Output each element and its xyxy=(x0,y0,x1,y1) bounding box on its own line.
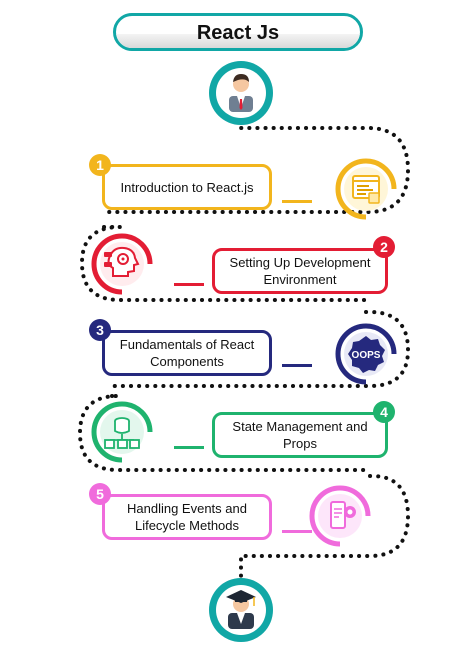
page-title: React Js xyxy=(196,22,280,44)
title-pill: React Js xyxy=(113,13,363,51)
stage-3-connector xyxy=(282,364,312,367)
stage-1-label: Introduction to React.js xyxy=(120,179,254,195)
stage-4-connector xyxy=(174,446,204,449)
stage-1-connector xyxy=(282,200,312,203)
stage-2-label: Setting Up Development Environment xyxy=(229,255,371,287)
database-network-icon xyxy=(91,401,153,463)
browser-code-icon xyxy=(335,158,397,220)
stage-2-box: Setting Up Development Environment xyxy=(212,248,388,294)
mobile-settings-icon xyxy=(309,485,371,547)
oops-badge-icon: OOPS xyxy=(335,323,397,385)
stage-4-label: State Management and Props xyxy=(232,419,368,451)
stage-4-box: State Management and Props xyxy=(212,412,388,458)
stage-5-connector xyxy=(282,530,312,533)
graduate-icon xyxy=(226,590,256,629)
stage-2-badge: 2 xyxy=(373,236,395,258)
stage-1-box: Introduction to React.js xyxy=(102,164,272,210)
stage-5-badge: 5 xyxy=(89,483,111,505)
stage-3-badge: 3 xyxy=(89,319,111,341)
stage-4-badge: 4 xyxy=(373,401,395,423)
person-icon xyxy=(229,74,253,112)
stage-5-box: Handling Events and Lifecycle Methods xyxy=(102,494,272,540)
stage-1-badge: 1 xyxy=(89,154,111,176)
stage-3-label: Fundamentals of React Components xyxy=(119,337,255,369)
stage-5-label: Handling Events and Lifecycle Methods xyxy=(127,501,247,533)
stage-2-connector xyxy=(174,283,204,286)
stage-3-box: Fundamentals of React Components xyxy=(102,330,272,376)
svg-text:OOPS: OOPS xyxy=(352,350,381,361)
brain-gear-icon xyxy=(91,233,153,295)
